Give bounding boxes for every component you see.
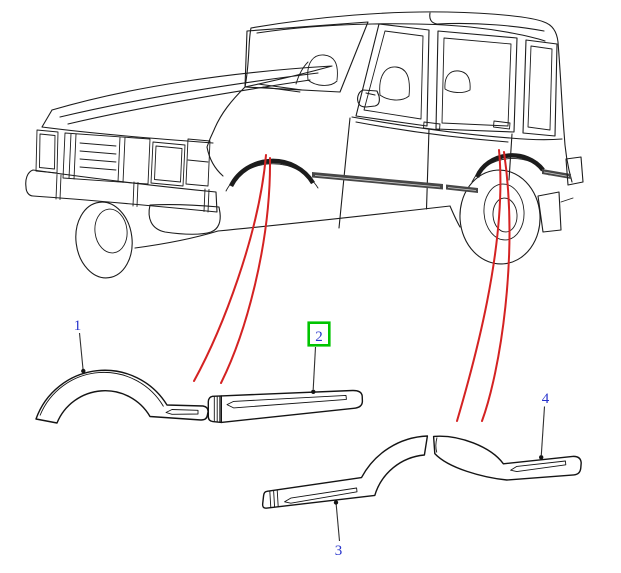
- red-line-rear-arch-b: [481, 151, 511, 422]
- part-2-cap-ribs: [213, 395, 221, 423]
- callout-1-leader: [78, 332, 84, 370]
- part-1-accent-line: [39, 371, 164, 416]
- callout-2-label[interactable]: 2: [315, 329, 323, 345]
- part-3-drawing[interactable]: [261, 435, 429, 509]
- callout-4-dot: [539, 455, 544, 460]
- moulding-strip-front: [312, 172, 443, 190]
- callout-1-label[interactable]: 1: [74, 318, 82, 334]
- part-4-drawing[interactable]: [432, 435, 582, 481]
- callout-2-highlight-box[interactable]: [307, 321, 331, 347]
- part-4-split-end-line: [435, 437, 438, 453]
- callout-1-dot: [81, 368, 86, 374]
- indicator-lamp: [185, 138, 211, 187]
- moulding-strip-rear-highlight: [543, 171, 570, 177]
- headlamp-right: [150, 141, 186, 187]
- callout-4-leader: [540, 406, 546, 456]
- rear-bumper-end: [565, 156, 584, 186]
- moulding-strip-mid-highlight: [447, 187, 477, 191]
- vehicle-drawing: [25, 11, 584, 279]
- callout-3: 3: [333, 500, 343, 559]
- part-2-strip-body: [220, 389, 364, 424]
- part-4-body: [432, 435, 582, 481]
- interior-details: [257, 54, 471, 101]
- red-line-front-arch-a: [193, 154, 267, 382]
- front-tyre: [75, 201, 133, 279]
- part-2-channel: [226, 394, 347, 409]
- callout-4: 4: [539, 391, 550, 460]
- callout-2-leader: [312, 346, 317, 390]
- front-arch-outline: [225, 163, 319, 192]
- rear-arch-outline: [471, 158, 550, 183]
- rear-tyre: [459, 169, 541, 265]
- rear-wheel: [459, 169, 541, 265]
- callout-2: 2: [307, 321, 331, 394]
- callout-1: 1: [74, 318, 86, 374]
- door-mirror: [357, 89, 380, 108]
- part-2-end-cap: [207, 395, 222, 424]
- red-leader-lines: [193, 149, 511, 422]
- front-bumper: [25, 169, 218, 213]
- headlamp-left: [35, 129, 59, 174]
- part-1-drawing[interactable]: [35, 369, 209, 424]
- callout-4-label[interactable]: 4: [542, 391, 550, 407]
- rear-mud-flap: [537, 191, 562, 233]
- front-arch-trim: [228, 158, 315, 188]
- moulding-strip-front-highlight: [314, 175, 441, 188]
- front-wheel: [75, 201, 133, 279]
- grille: [62, 132, 151, 185]
- callout-2-dot: [311, 389, 316, 394]
- part-3-body: [261, 435, 429, 509]
- bumper-details: [55, 174, 210, 213]
- front-rim: [94, 208, 128, 254]
- front-valance: [148, 204, 221, 235]
- part-3-cap-ribs: [269, 489, 279, 508]
- body-outline-lines: [41, 11, 573, 249]
- part-1-channel: [165, 409, 199, 415]
- side-moulding-strips: [312, 169, 571, 193]
- part-1-arch-band: [35, 369, 209, 424]
- red-line-rear-arch-a: [456, 149, 502, 422]
- windows: [244, 21, 558, 137]
- door-handles: [423, 120, 511, 131]
- part-4-channel: [510, 460, 567, 473]
- rear-underbody-line: [560, 197, 574, 203]
- rear-rim: [483, 183, 525, 241]
- part-3-channel: [284, 487, 358, 504]
- red-line-front-arch-b: [220, 157, 272, 384]
- window-inner-frames: [363, 30, 553, 131]
- callout-3-label[interactable]: 3: [335, 543, 343, 559]
- callout-3-dot: [333, 500, 339, 505]
- part-2-drawing[interactable]: [207, 389, 364, 424]
- rear-hub: [492, 197, 518, 233]
- callout-3-leader: [335, 504, 341, 542]
